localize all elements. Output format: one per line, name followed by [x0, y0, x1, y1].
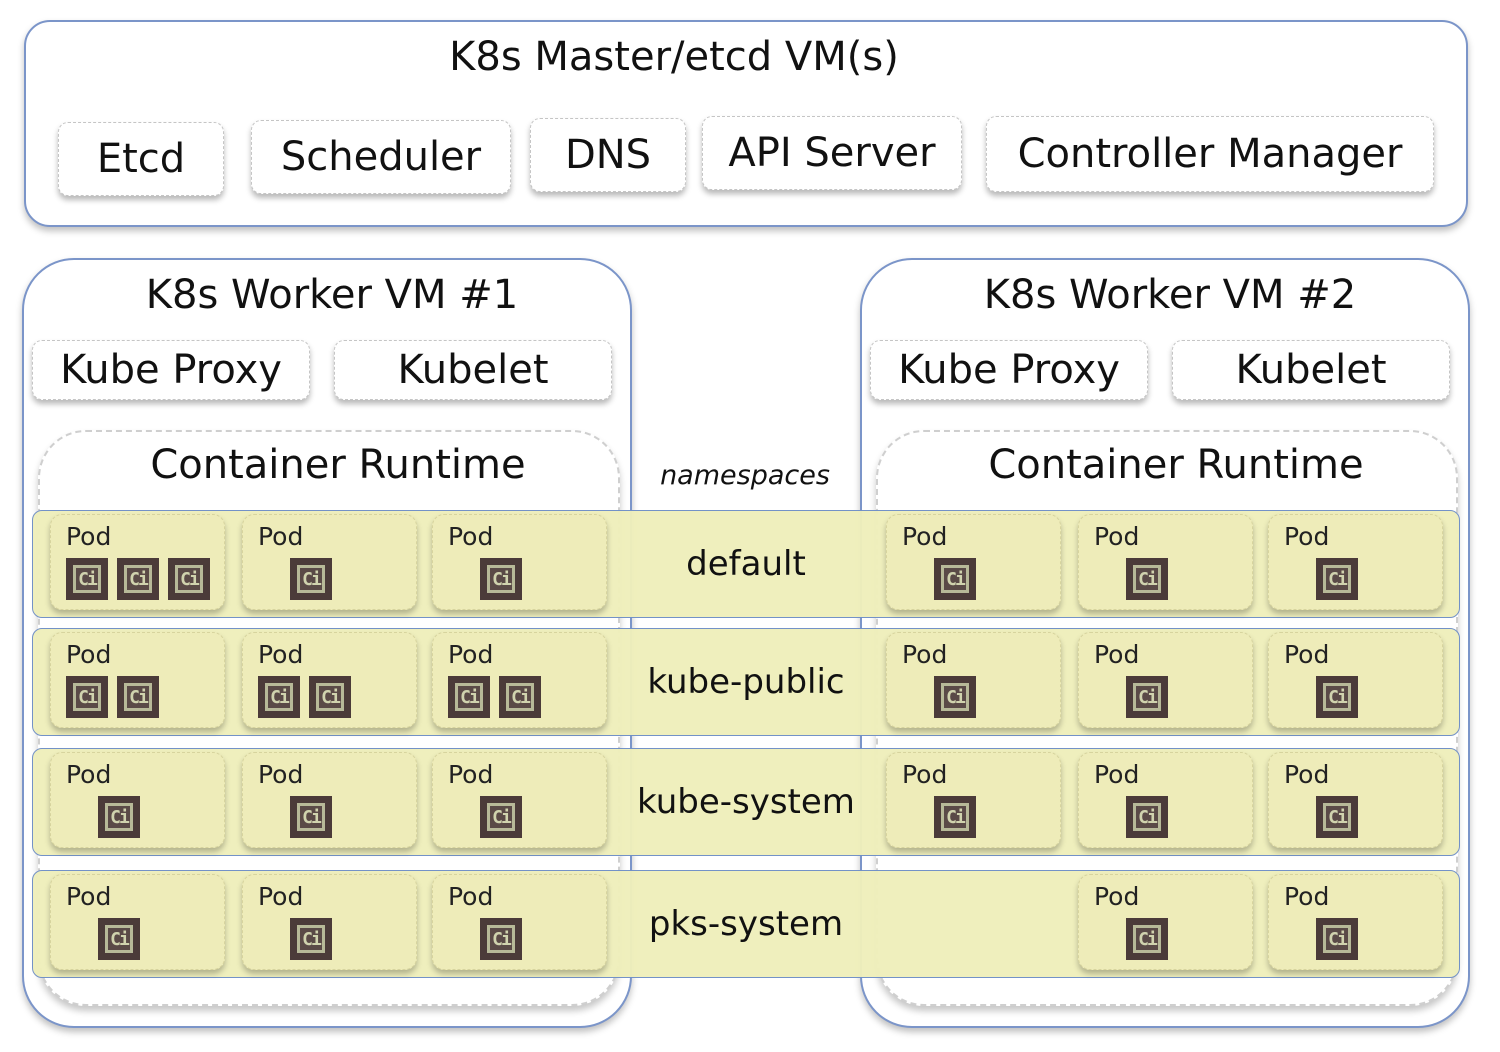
namespace-label-pks-system: pks-system: [648, 904, 844, 944]
container-glyph: Ci: [506, 683, 534, 711]
container-glyph: Ci: [73, 565, 101, 593]
worker-1-runtime-title: Container Runtime: [150, 442, 526, 488]
container-glyph: Ci: [487, 803, 515, 831]
container-glyph: Ci: [1133, 925, 1161, 953]
dns-component: DNS: [530, 118, 686, 192]
pod-label: Pod: [66, 522, 112, 551]
pod-label: Pod: [258, 882, 304, 911]
master-vm-title: K8s Master/etcd VM(s): [449, 34, 899, 80]
controller-manager-component: Controller Manager: [986, 116, 1434, 192]
container-icon: Ci: [117, 558, 159, 600]
container-icon: Ci: [480, 918, 522, 960]
container-icon: Ci: [480, 558, 522, 600]
pod-label: Pod: [258, 522, 304, 551]
container-glyph: Ci: [297, 803, 325, 831]
container-glyph: Ci: [1133, 683, 1161, 711]
pod-label: Pod: [66, 640, 112, 669]
container-icon: Ci: [934, 676, 976, 718]
container-icon: Ci: [290, 918, 332, 960]
container-icon: Ci: [934, 796, 976, 838]
container-icon: Ci: [1316, 558, 1358, 600]
pod-label: Pod: [1284, 882, 1330, 911]
pod-label: Pod: [448, 882, 494, 911]
container-glyph: Ci: [265, 683, 293, 711]
container-glyph: Ci: [105, 925, 133, 953]
pod-label: Pod: [1284, 760, 1330, 789]
pod-label: Pod: [258, 640, 304, 669]
pod-label: Pod: [258, 760, 304, 789]
scheduler-component: Scheduler: [251, 120, 511, 194]
pod-label: Pod: [448, 760, 494, 789]
etcd-component: Etcd: [58, 122, 224, 196]
pod-label: Pod: [1094, 882, 1140, 911]
pod-label: Pod: [1284, 640, 1330, 669]
container-icon: Ci: [480, 796, 522, 838]
container-glyph: Ci: [1323, 925, 1351, 953]
container-icon: Ci: [1316, 676, 1358, 718]
container-glyph: Ci: [1133, 565, 1161, 593]
container-glyph: Ci: [316, 683, 344, 711]
container-icon: Ci: [499, 676, 541, 718]
pod-label: Pod: [1094, 760, 1140, 789]
worker-2-kubelet: Kubelet: [1172, 340, 1450, 400]
container-icon: Ci: [1316, 796, 1358, 838]
container-glyph: Ci: [105, 803, 133, 831]
worker-vm-1-title: K8s Worker VM #1: [145, 272, 519, 318]
container-icon: Ci: [1126, 796, 1168, 838]
container-glyph: Ci: [1323, 803, 1351, 831]
container-icon: Ci: [309, 676, 351, 718]
container-icon: Ci: [1126, 918, 1168, 960]
namespace-label-kube-public: kube-public: [647, 662, 845, 702]
container-icon: Ci: [1316, 918, 1358, 960]
container-glyph: Ci: [941, 803, 969, 831]
container-glyph: Ci: [487, 565, 515, 593]
container-icon: Ci: [934, 558, 976, 600]
pod-label: Pod: [66, 882, 112, 911]
container-icon: Ci: [290, 558, 332, 600]
pod-label: Pod: [1284, 522, 1330, 551]
container-icon: Ci: [1126, 676, 1168, 718]
container-glyph: Ci: [941, 683, 969, 711]
pod-label: Pod: [66, 760, 112, 789]
namespace-label-default: default: [686, 544, 806, 584]
namespace-label-kube-system: kube-system: [637, 782, 855, 822]
worker-2-runtime-title: Container Runtime: [988, 442, 1364, 488]
container-glyph: Ci: [297, 565, 325, 593]
container-glyph: Ci: [175, 565, 203, 593]
container-glyph: Ci: [1323, 565, 1351, 593]
container-icon: Ci: [258, 676, 300, 718]
container-glyph: Ci: [124, 683, 152, 711]
container-glyph: Ci: [73, 683, 101, 711]
container-icon: Ci: [66, 558, 108, 600]
container-glyph: Ci: [297, 925, 325, 953]
container-glyph: Ci: [941, 565, 969, 593]
pod-label: Pod: [902, 760, 948, 789]
container-glyph: Ci: [455, 683, 483, 711]
container-glyph: Ci: [1323, 683, 1351, 711]
container-icon: Ci: [1126, 558, 1168, 600]
container-icon: Ci: [117, 676, 159, 718]
container-icon: Ci: [66, 676, 108, 718]
container-icon: Ci: [168, 558, 210, 600]
pod-label: Pod: [902, 522, 948, 551]
pod-label: Pod: [448, 640, 494, 669]
container-icon: Ci: [98, 796, 140, 838]
worker-1-kube-proxy: Kube Proxy: [32, 340, 310, 400]
container-icon: Ci: [98, 918, 140, 960]
pod-label: Pod: [448, 522, 494, 551]
pod-label: Pod: [902, 640, 948, 669]
worker-1-kubelet: Kubelet: [334, 340, 612, 400]
api-server-component: API Server: [702, 116, 962, 190]
worker-2-kube-proxy: Kube Proxy: [870, 340, 1148, 400]
pod-label: Pod: [1094, 640, 1140, 669]
namespaces-heading: namespaces: [660, 460, 830, 491]
worker-vm-2-title: K8s Worker VM #2: [983, 272, 1357, 318]
container-glyph: Ci: [487, 925, 515, 953]
container-icon: Ci: [448, 676, 490, 718]
container-icon: Ci: [290, 796, 332, 838]
container-glyph: Ci: [1133, 803, 1161, 831]
container-glyph: Ci: [124, 565, 152, 593]
pod-label: Pod: [1094, 522, 1140, 551]
